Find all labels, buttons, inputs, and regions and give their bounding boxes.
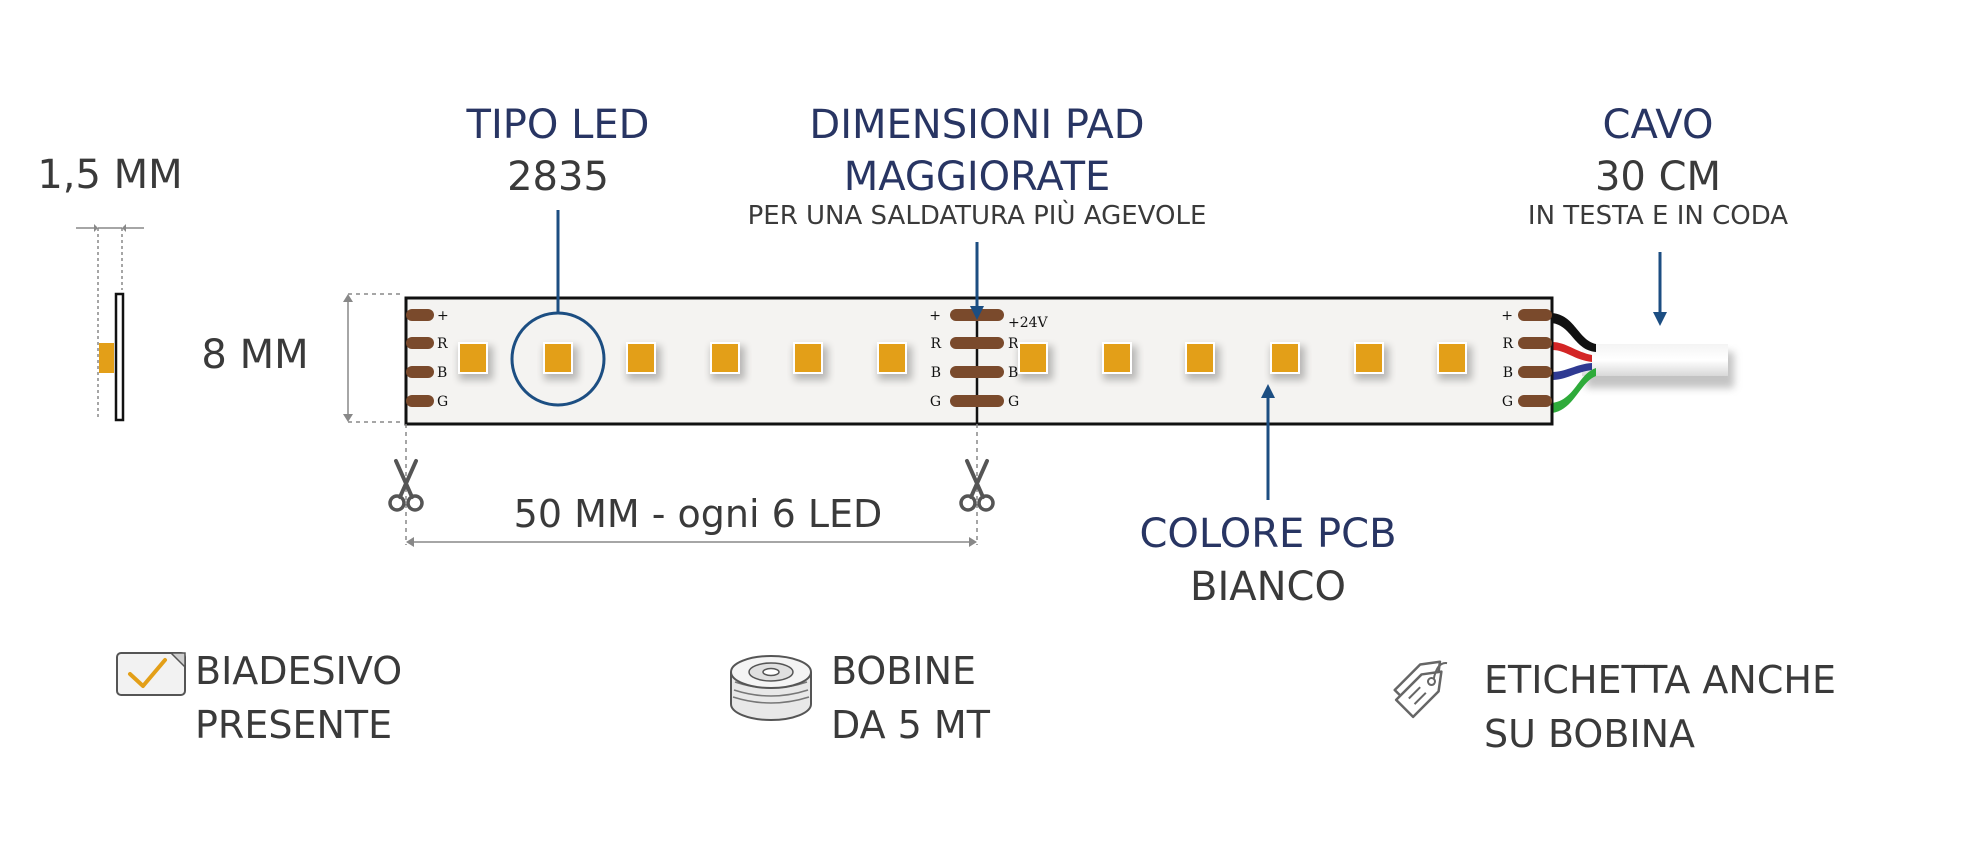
thickness-indicator: 1,5 MM — [37, 152, 183, 422]
pad-subtitle: PER UNA SALDATURA PIÙ AGEVOLE — [748, 199, 1207, 231]
solder-pad — [406, 337, 434, 349]
thickness-label: 1,5 MM — [37, 152, 182, 198]
solder-pad — [950, 366, 1004, 378]
tag-icon — [1393, 660, 1448, 719]
feature-reel-line1: BOBINE — [831, 649, 976, 693]
cable-callout: CAVO 30 CM IN TESTA E IN CODA — [1528, 102, 1788, 326]
pad-letter: G — [1008, 394, 1019, 410]
led-chip — [460, 344, 486, 372]
pad-title-line2: MAGGIORATE — [844, 154, 1111, 200]
pad-letter: R — [1008, 336, 1019, 352]
led-chip — [795, 344, 821, 372]
led-chip — [545, 344, 571, 372]
pad-letter: G — [930, 394, 941, 410]
pcb-color-title: COLORE PCB — [1139, 511, 1396, 557]
led-chip — [1104, 344, 1130, 372]
feature-adhesive: BIADESIVO PRESENTE — [116, 649, 402, 747]
cable-length: 30 CM — [1595, 154, 1721, 200]
feature-label-line1: ETICHETTA ANCHE — [1484, 658, 1836, 702]
led-chip — [628, 344, 654, 372]
pad-title-line1: DIMENSIONI PAD — [809, 102, 1144, 148]
feature-reel-line2: DA 5 MT — [831, 703, 991, 747]
cut-marks: 50 MM - ogni 6 LED — [388, 424, 995, 547]
pad-letter: B — [1503, 365, 1513, 381]
solder-pad — [1518, 366, 1552, 378]
led-chip — [1356, 344, 1382, 372]
solder-pad — [406, 366, 434, 378]
pad-size-callout: DIMENSIONI PAD MAGGIORATE PER UNA SALDAT… — [748, 102, 1207, 320]
scissors-icon — [959, 459, 995, 512]
feature-adhesive-line2: PRESENTE — [195, 703, 392, 747]
cut-spacing-label: 50 MM - ogni 6 LED — [514, 492, 883, 536]
led-chip — [712, 344, 738, 372]
solder-pad — [950, 395, 1004, 407]
led-type-value: 2835 — [507, 154, 609, 200]
adhesive-check-icon — [116, 652, 186, 696]
solder-pad — [1518, 395, 1552, 407]
solder-pad — [406, 395, 434, 407]
pad-letter: R — [930, 336, 941, 352]
pad-letter: G — [437, 394, 448, 410]
scissors-icon — [388, 459, 424, 512]
pad-letter: B — [437, 365, 447, 381]
led-chip — [1187, 344, 1213, 372]
led-chip — [879, 344, 905, 372]
led-chip — [1439, 344, 1465, 372]
pad-letter: R — [437, 336, 448, 352]
pad-letter: B — [931, 365, 941, 381]
led-type-callout: TIPO LED 2835 — [466, 102, 650, 407]
solder-pad — [406, 309, 434, 321]
voltage-label: +24V — [1008, 315, 1049, 331]
pad-letter: + — [929, 308, 941, 324]
led-type-title: TIPO LED — [466, 102, 650, 148]
solder-pad — [950, 337, 1004, 349]
led-chip — [1020, 344, 1046, 372]
cable-subtitle: IN TESTA E IN CODA — [1528, 201, 1788, 231]
cable — [1552, 313, 1734, 413]
feature-label: ETICHETTA ANCHE SU BOBINA — [1393, 658, 1836, 756]
led-chip — [1272, 344, 1298, 372]
width-dimension: 8 MM — [201, 293, 404, 423]
pad-letter: G — [1502, 394, 1513, 410]
reel-icon — [730, 655, 812, 721]
pad-letter: + — [1501, 308, 1513, 324]
feature-reel: BOBINE DA 5 MT — [730, 649, 991, 747]
pad-letter: R — [1502, 336, 1513, 352]
pad-letter: + — [437, 308, 449, 324]
cable-title: CAVO — [1603, 102, 1714, 148]
pad-letter: B — [1008, 365, 1018, 381]
feature-adhesive-line1: BIADESIVO — [195, 649, 402, 693]
solder-pad — [1518, 309, 1552, 321]
solder-pad — [1518, 337, 1552, 349]
width-label: 8 MM — [201, 332, 308, 378]
feature-label-line2: SU BOBINA — [1484, 712, 1695, 756]
pcb-color-callout: COLORE PCB BIANCO — [1139, 384, 1397, 610]
led-chips — [458, 342, 1472, 380]
pcb-color-value: BIANCO — [1190, 564, 1346, 610]
